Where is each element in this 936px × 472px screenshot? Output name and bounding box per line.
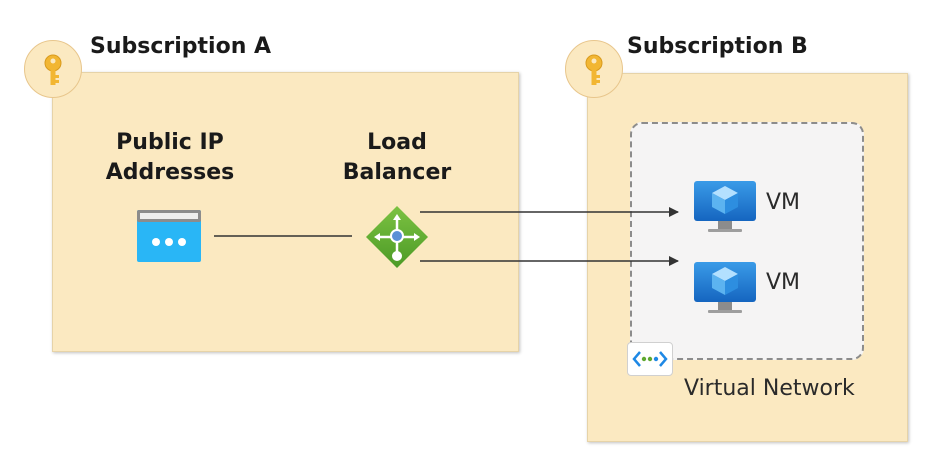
subscription-a-key-icon [24,40,82,98]
load-balancer-label-line1: Load [367,130,427,155]
public-ip-label-line1: Public IP [116,130,224,155]
public-ip-icon [137,210,201,262]
virtual-network-container [630,122,864,360]
public-ip-label-line2: Addresses [105,160,235,185]
load-balancer-label-line2: Balancer [342,160,452,185]
vm1-label: VM [766,190,801,215]
virtual-network-icon [627,342,673,376]
public-ip-label: Public IP Addresses [90,128,250,188]
vm2-icon [694,262,756,313]
load-balancer-label: Load Balancer [317,128,477,188]
subscription-b-title: Subscription B [627,34,808,59]
vm2-label: VM [766,270,801,295]
subscription-b-key-icon [565,40,623,98]
subscription-a-title: Subscription A [90,34,272,59]
virtual-network-label: Virtual Network [684,376,855,401]
vm1-icon [694,181,756,232]
load-balancer-icon [366,206,428,268]
